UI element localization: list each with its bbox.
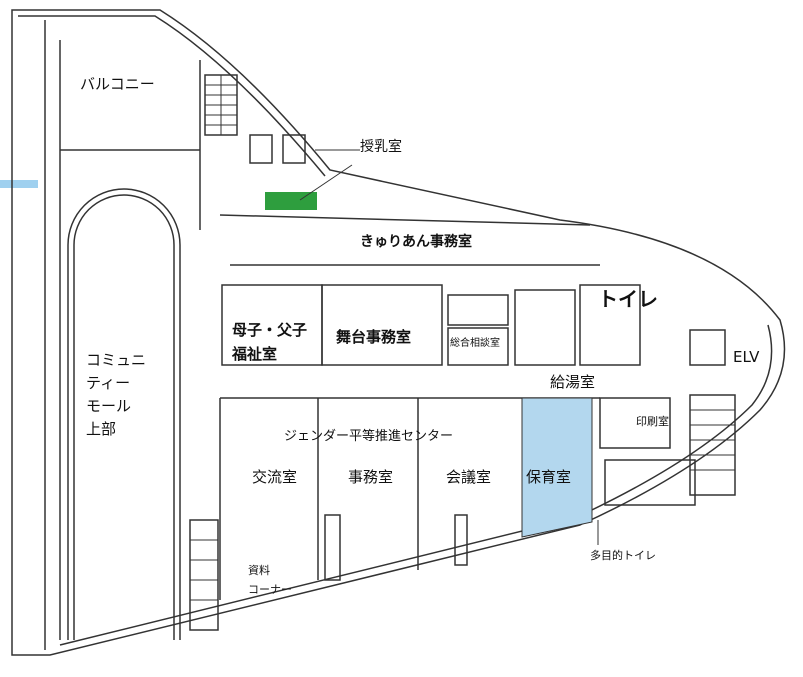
label-kyurian-office: きゅりあん事務室 xyxy=(360,234,472,250)
label-welfare-line1: 母子・父子 xyxy=(232,321,308,339)
label-office: 事務室 xyxy=(348,468,394,486)
label-balcony: バルコニー xyxy=(80,75,155,93)
nursing-room-highlight xyxy=(265,192,317,210)
label-print-room: 印刷室 xyxy=(636,415,669,428)
label-materials-line1: 資料 xyxy=(248,564,270,577)
childcare-room-highlight xyxy=(521,397,593,538)
label-consultation: 総合相談室 xyxy=(450,338,500,349)
label-community-line4: 上部 xyxy=(86,420,117,438)
community-mall-void xyxy=(67,188,181,640)
label-nursing-room: 授乳室 xyxy=(360,139,402,155)
label-childcare: 保育室 xyxy=(526,468,572,486)
label-stage-office: 舞台事務室 xyxy=(336,328,412,346)
label-welfare-line2: 福祉室 xyxy=(232,345,278,363)
elevator-shaft xyxy=(689,329,726,366)
building-outline xyxy=(11,9,786,656)
label-gender-center: ジェンダー平等推進センター xyxy=(284,429,454,444)
label-kitchenette: 給湯室 xyxy=(550,373,596,391)
label-multipurpose-toilet: 多目的トイレ xyxy=(590,549,656,562)
label-elevator: ELV xyxy=(733,348,760,366)
label-community-line3: モール xyxy=(86,397,132,415)
label-community-line2: ティー xyxy=(86,374,131,392)
label-community-line1: コミュニ xyxy=(86,351,147,369)
accent-bar xyxy=(0,180,38,188)
label-exchange-room: 交流室 xyxy=(252,468,298,486)
label-meeting-room: 会議室 xyxy=(446,468,492,486)
label-toilet: トイレ xyxy=(598,287,658,311)
label-materials-line2: コーナー xyxy=(248,583,292,596)
